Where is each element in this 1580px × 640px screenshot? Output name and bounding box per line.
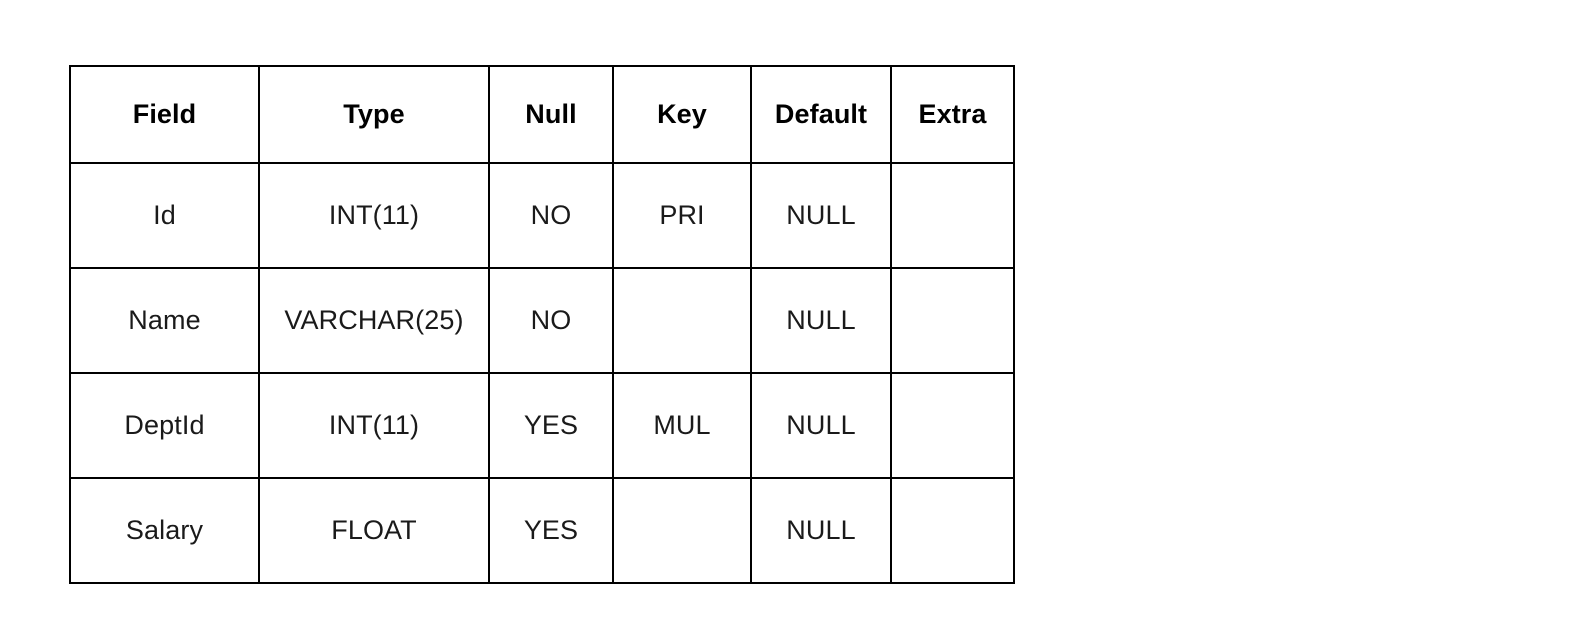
cell-type: INT(11)	[258, 162, 490, 269]
cell-default: NULL	[750, 372, 892, 479]
cell-field: DeptId	[69, 372, 260, 479]
cell-null: YES	[488, 372, 614, 479]
cell-key: PRI	[612, 162, 752, 269]
table-schema-description: Field Type Null Key Default Extra Id INT…	[69, 65, 1015, 584]
table-row: DeptId INT(11) YES MUL NULL	[69, 372, 1015, 479]
cell-null: NO	[488, 162, 614, 269]
cell-field: Salary	[69, 477, 260, 584]
column-header-extra: Extra	[890, 65, 1015, 164]
cell-default: NULL	[750, 162, 892, 269]
cell-key: MUL	[612, 372, 752, 479]
cell-default: NULL	[750, 267, 892, 374]
table-header: Field Type Null Key Default Extra	[69, 65, 1015, 164]
cell-field: Id	[69, 162, 260, 269]
cell-key	[612, 267, 752, 374]
cell-extra	[890, 477, 1015, 584]
column-header-key: Key	[612, 65, 752, 164]
cell-default: NULL	[750, 477, 892, 584]
table-header-row: Field Type Null Key Default Extra	[69, 65, 1015, 164]
column-header-null: Null	[488, 65, 614, 164]
cell-key	[612, 477, 752, 584]
cell-type: FLOAT	[258, 477, 490, 584]
table-row: Name VARCHAR(25) NO NULL	[69, 267, 1015, 374]
column-header-default: Default	[750, 65, 892, 164]
table-row: Salary FLOAT YES NULL	[69, 477, 1015, 584]
table-row: Id INT(11) NO PRI NULL	[69, 162, 1015, 269]
cell-type: VARCHAR(25)	[258, 267, 490, 374]
column-header-field: Field	[69, 65, 260, 164]
column-header-type: Type	[258, 65, 490, 164]
cell-field: Name	[69, 267, 260, 374]
cell-extra	[890, 162, 1015, 269]
cell-extra	[890, 372, 1015, 479]
cell-null: NO	[488, 267, 614, 374]
cell-null: YES	[488, 477, 614, 584]
table-body: Id INT(11) NO PRI NULL Name VARCHAR(25) …	[69, 162, 1015, 584]
cell-extra	[890, 267, 1015, 374]
cell-type: INT(11)	[258, 372, 490, 479]
